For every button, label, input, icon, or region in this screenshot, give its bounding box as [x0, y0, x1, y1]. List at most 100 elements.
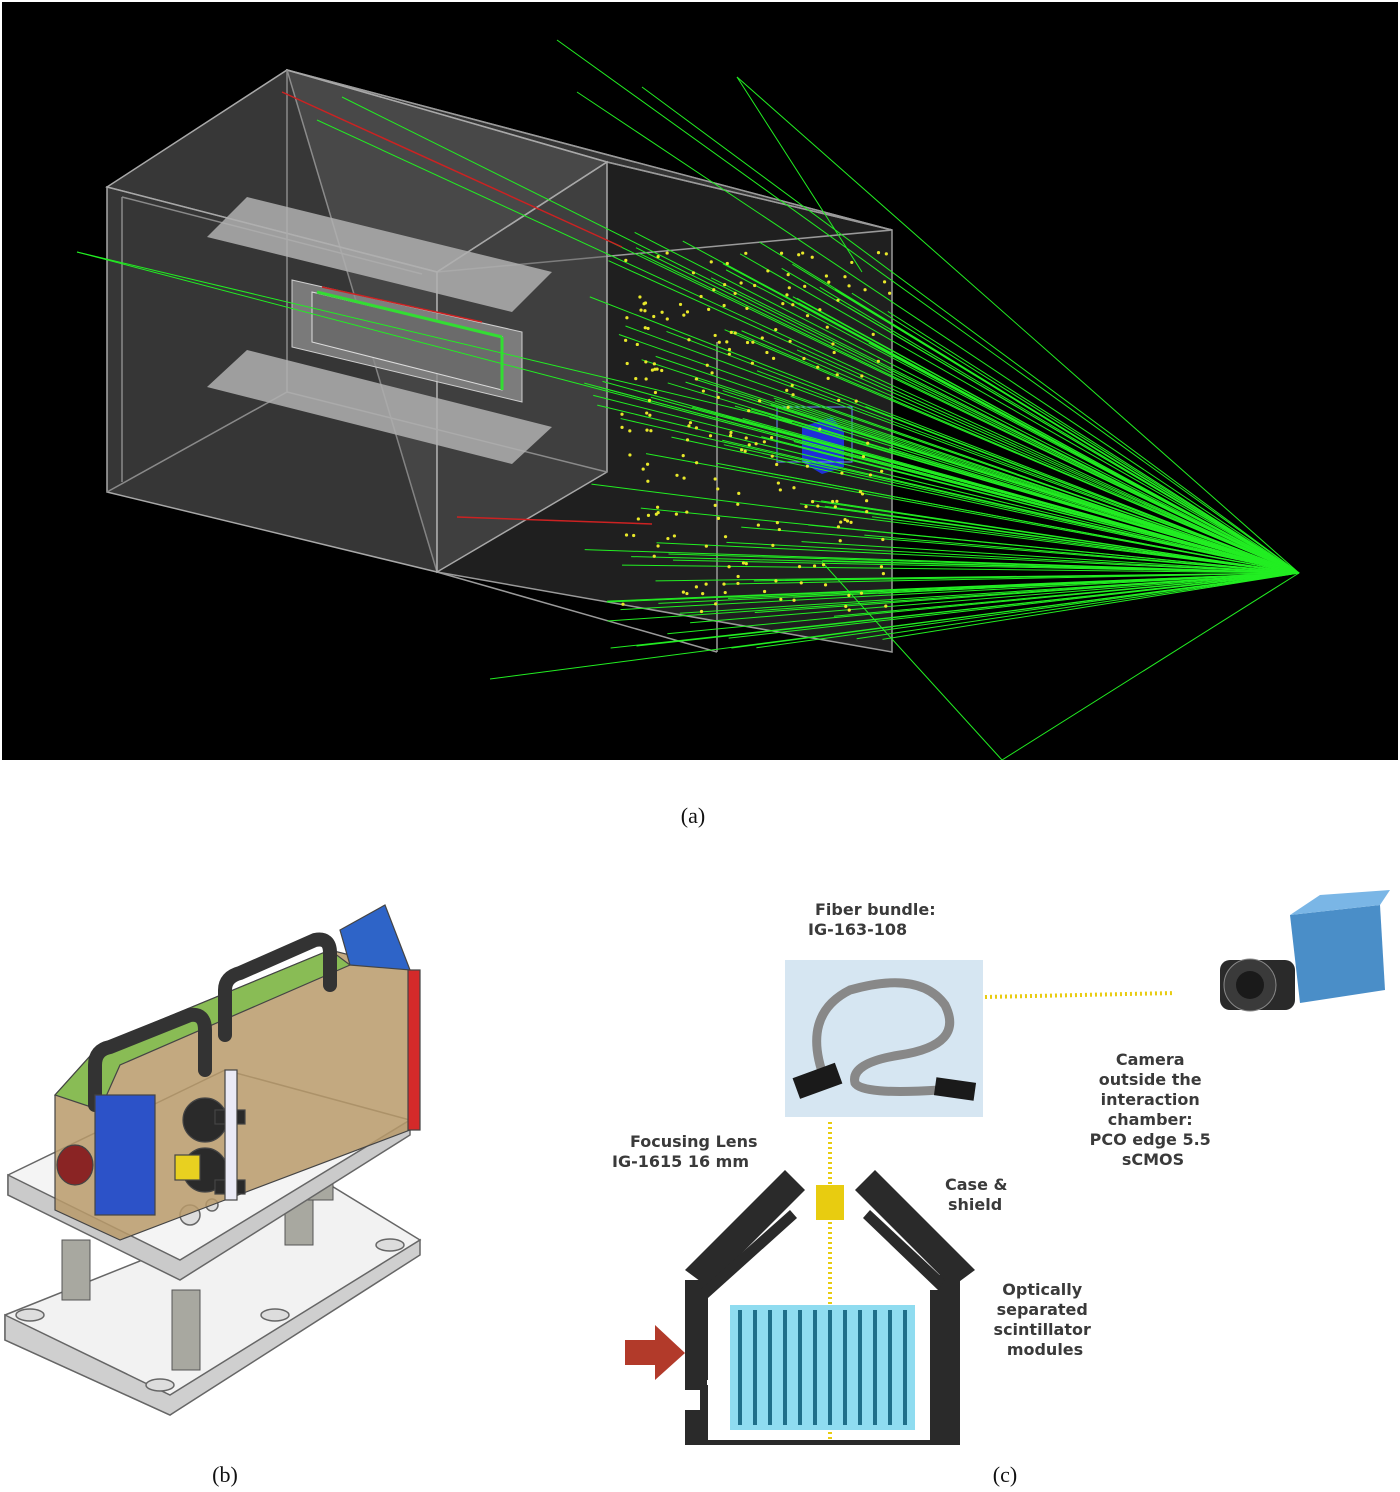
- focusing-lens: [816, 1185, 844, 1220]
- hit-point: [770, 454, 774, 458]
- hit-point: [801, 251, 805, 255]
- track-line: [610, 572, 1300, 649]
- hit-point: [723, 535, 728, 539]
- hit-point: [694, 426, 699, 430]
- track-line: [865, 406, 1300, 574]
- hit-point: [863, 288, 867, 292]
- hit-point: [810, 255, 814, 259]
- hit-point: [656, 511, 660, 515]
- hit-point: [837, 398, 841, 402]
- hit-point: [788, 339, 792, 343]
- hit-point: [803, 284, 807, 288]
- hit-point: [791, 303, 795, 307]
- hit-point: [858, 490, 863, 494]
- hit-point: [650, 368, 655, 372]
- track-line: [641, 86, 1300, 574]
- hit-point: [850, 260, 854, 265]
- hit-point: [880, 469, 884, 473]
- track-line: [606, 572, 1300, 603]
- track-line: [785, 572, 1300, 581]
- hit-point: [656, 505, 660, 509]
- scintillator-separator: [798, 1310, 802, 1425]
- track-line: [625, 325, 1300, 574]
- hit-point: [624, 258, 628, 262]
- hit-point: [824, 274, 829, 278]
- caption-b: (b): [212, 1462, 238, 1487]
- schematic-drawing: Fiber bundle: IG-163-108 Camera outside …: [612, 890, 1390, 1492]
- hit-point: [831, 342, 835, 346]
- hit-point: [723, 590, 727, 595]
- hit-point: [760, 336, 764, 340]
- hit-point: [835, 373, 839, 377]
- hit-point: [836, 298, 840, 302]
- track-line: [811, 499, 1300, 574]
- hit-point: [771, 543, 775, 547]
- hit-point: [770, 435, 774, 440]
- hit-point: [736, 581, 740, 586]
- hit-point: [786, 405, 790, 409]
- cad-model: [0, 895, 440, 1445]
- hit-point: [632, 533, 636, 538]
- hit-point: [785, 293, 789, 297]
- track-line: [589, 296, 1300, 574]
- hit-point: [710, 371, 714, 375]
- track-line: [756, 370, 1300, 574]
- hit-point: [727, 565, 731, 569]
- detector-schematic: Fiber bundle: IG-163-108 Camera outside …: [600, 885, 1400, 1492]
- track-line: [739, 253, 1300, 574]
- hit-point: [744, 251, 748, 255]
- hit-point: [888, 291, 892, 295]
- track-line: [801, 541, 1300, 574]
- hit-point: [644, 360, 648, 364]
- track-line: [690, 572, 1300, 624]
- hit-point: [647, 398, 652, 403]
- hit-point: [744, 562, 748, 566]
- hit-point: [805, 314, 810, 318]
- hit-point: [765, 350, 769, 355]
- hit-point: [868, 473, 873, 477]
- scintillator-separator: [903, 1310, 907, 1425]
- track-line: [634, 231, 1300, 574]
- hit-point: [685, 438, 690, 442]
- hit-point: [747, 409, 751, 413]
- hit-point: [638, 295, 642, 299]
- track-line: [716, 462, 1300, 574]
- hit-point: [665, 317, 669, 321]
- track-line: [576, 91, 1300, 574]
- hit-point: [799, 581, 803, 585]
- hit-point: [778, 488, 782, 492]
- hit-point: [636, 517, 640, 521]
- track-line: [635, 247, 1300, 574]
- label-case-shield: Case & shield: [945, 1175, 1013, 1214]
- track-line: [834, 288, 1300, 574]
- hit-point: [646, 479, 650, 483]
- simulation-canvas: [76, 39, 1300, 761]
- hit-point: [756, 523, 760, 527]
- hit-point: [827, 280, 831, 284]
- hit-point: [818, 308, 822, 312]
- caption-c: (c): [992, 1462, 1018, 1487]
- hit-point: [681, 454, 685, 458]
- hit-point: [717, 340, 721, 344]
- hit-point: [725, 340, 729, 344]
- hit-point: [859, 591, 864, 595]
- hit-point: [642, 302, 646, 306]
- hit-point: [685, 591, 689, 596]
- hit-point: [722, 303, 726, 308]
- hit-point: [854, 399, 858, 403]
- hit-point: [766, 269, 770, 273]
- hit-point: [694, 585, 698, 589]
- hit-point: [884, 604, 888, 608]
- track-line: [622, 564, 1300, 574]
- hit-point: [649, 429, 653, 433]
- hit-point: [666, 536, 670, 541]
- hit-point: [821, 563, 826, 567]
- hit-point: [641, 467, 645, 471]
- hit-point: [737, 491, 741, 495]
- track-line: [671, 436, 1300, 574]
- hit-point: [785, 388, 789, 392]
- track-line: [584, 549, 1300, 574]
- label-camera: Camera outside the interaction chamber: …: [1090, 1050, 1217, 1169]
- hit-point: [779, 251, 784, 255]
- hit-point: [871, 332, 875, 336]
